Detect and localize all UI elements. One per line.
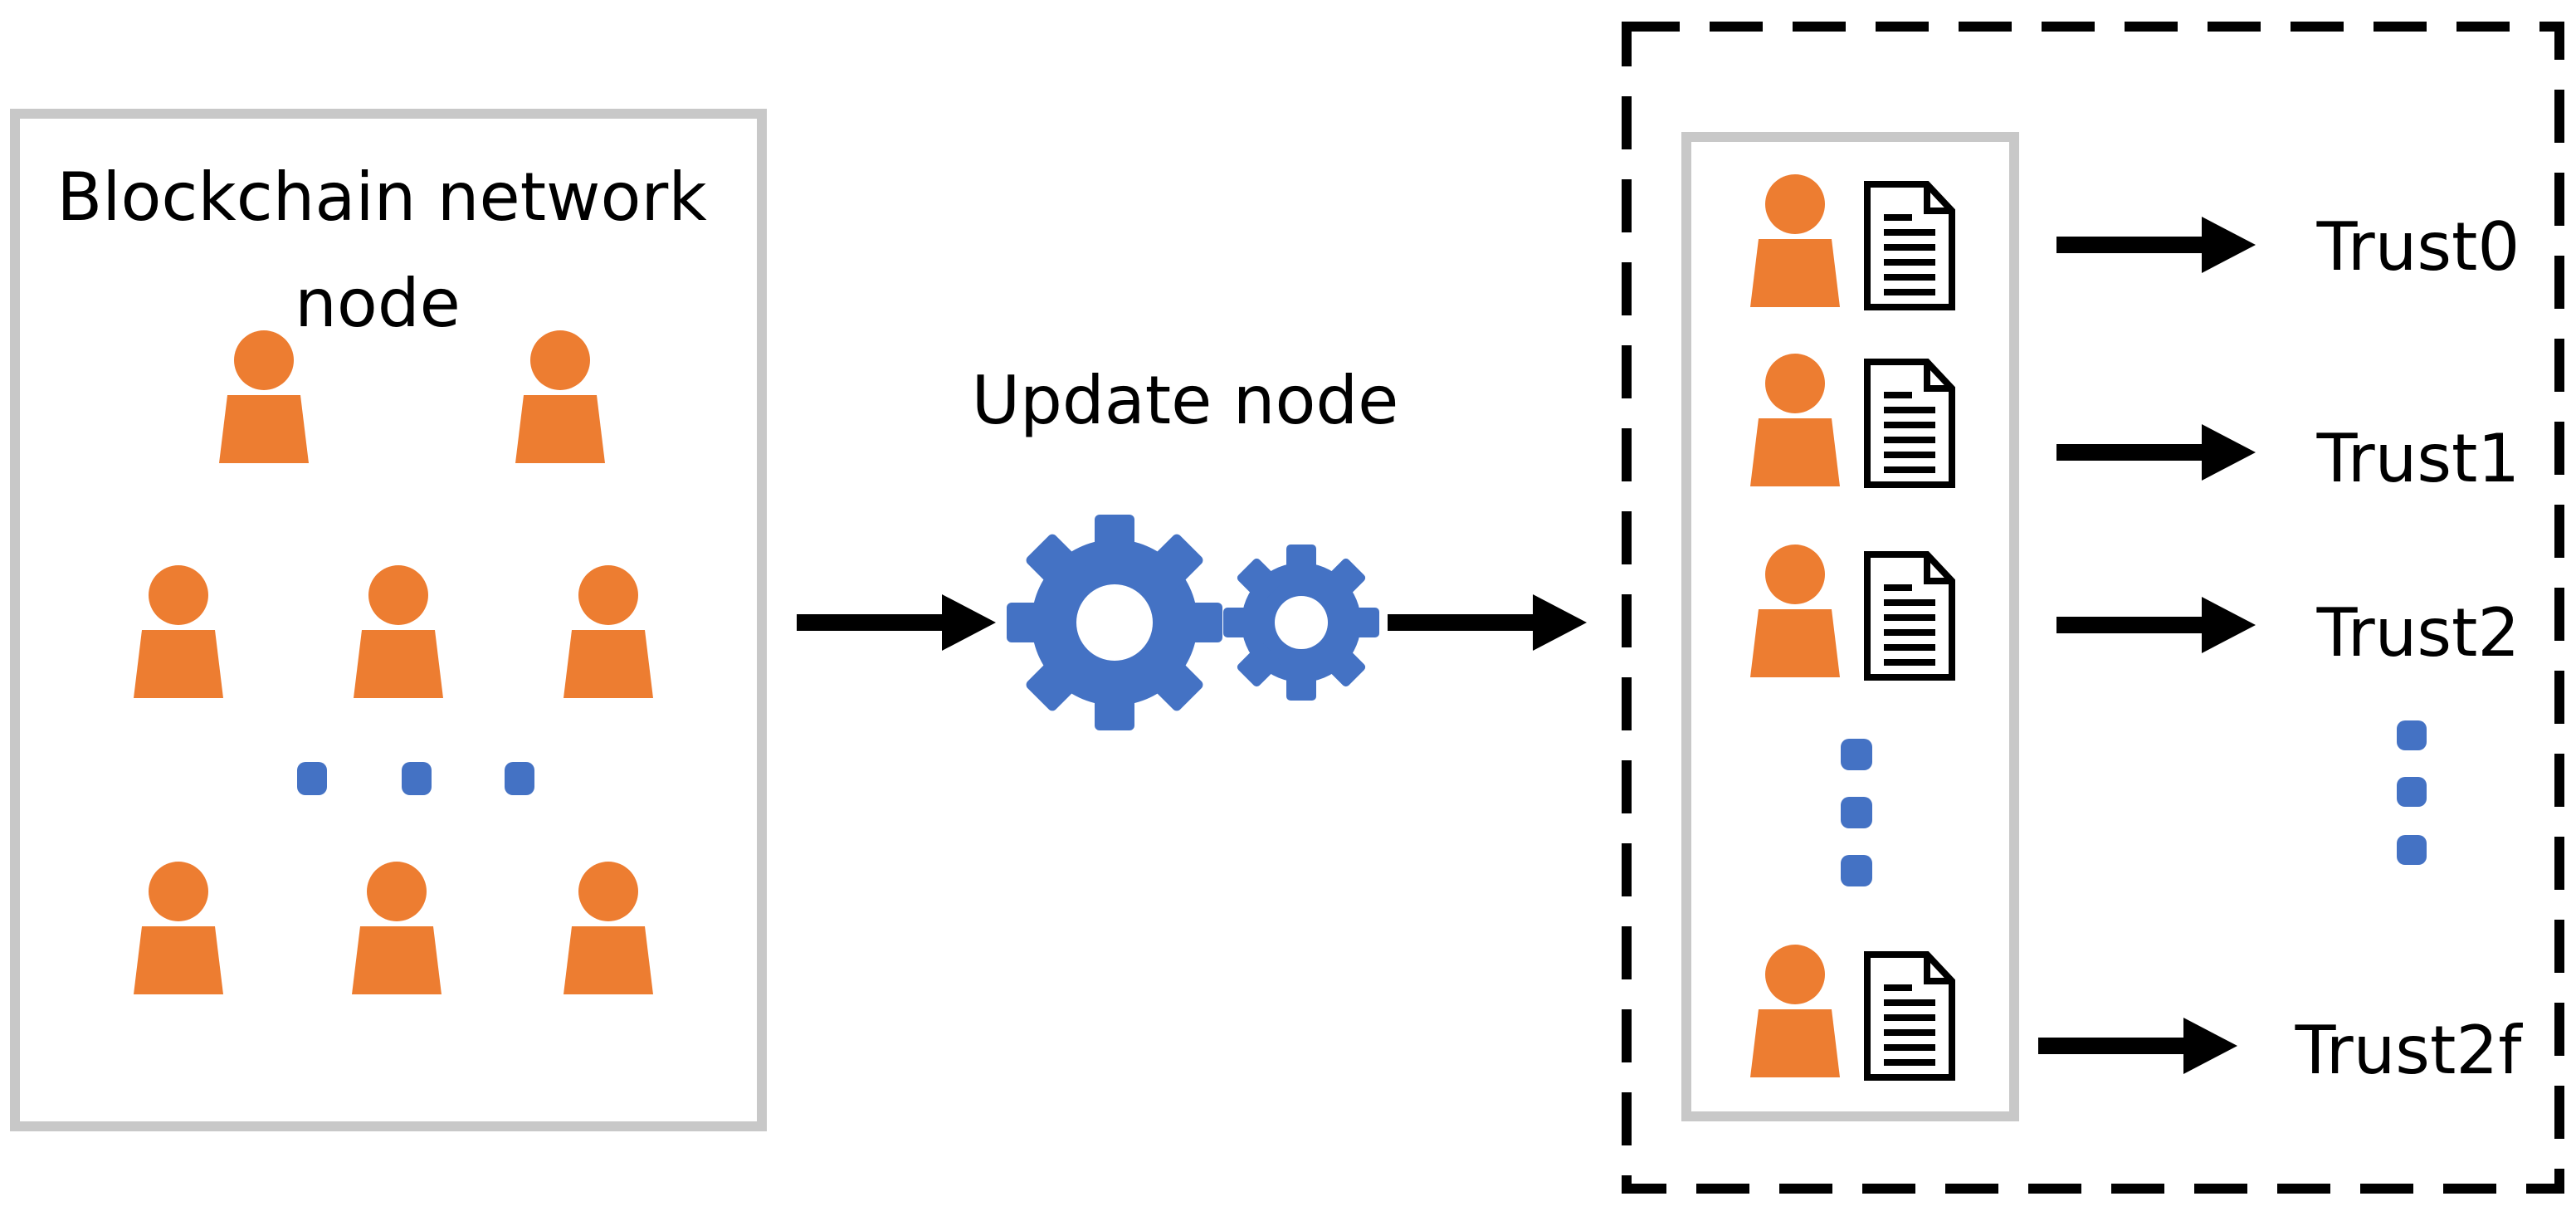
arrow-icon	[797, 594, 996, 651]
person-icon	[219, 330, 309, 463]
network-nodes	[134, 330, 653, 994]
updated-node-row	[1750, 174, 1952, 307]
arrow-icon	[1388, 594, 1587, 651]
person-icon	[515, 330, 605, 463]
document-icon	[1867, 955, 1952, 1077]
updated-nodes-ellipsis-dots	[1841, 739, 1872, 886]
arrow-icon	[2038, 1018, 2237, 1074]
person-icon	[352, 862, 442, 994]
updated-node-row	[1750, 354, 1952, 486]
gear-icon	[1007, 515, 1222, 730]
updated-node-row	[1750, 945, 1952, 1077]
person-icon	[1750, 545, 1840, 677]
result-dashed-box	[1622, 22, 2564, 1194]
person-icon	[134, 565, 223, 698]
trust-label-1: Trust1	[2316, 420, 2520, 497]
document-icon	[1867, 184, 1952, 307]
person-icon	[564, 565, 653, 698]
person-icon	[1750, 174, 1840, 307]
trust-label-2f: Trust2f	[2295, 1012, 2524, 1089]
person-icon	[1750, 945, 1840, 1077]
network-box	[10, 109, 767, 1131]
person-icon	[134, 862, 223, 994]
person-icon	[564, 862, 653, 994]
updated-node-row	[1750, 545, 1952, 677]
update-node-label: Update node	[972, 362, 1399, 439]
person-icon	[354, 565, 443, 698]
network-box-title-line2: node	[295, 265, 461, 342]
document-icon	[1867, 362, 1952, 485]
network-box-title-line1: Blockchain network	[56, 159, 707, 236]
trust-ellipsis-dots	[2397, 720, 2427, 865]
trust-label-0: Trust0	[2316, 208, 2520, 286]
document-icon	[1867, 554, 1952, 677]
arrow-icon	[2056, 597, 2256, 653]
arrow-icon	[2056, 217, 2256, 273]
gear-icon	[1223, 545, 1379, 701]
updated-nodes-box	[1681, 132, 2019, 1121]
trust-label-2: Trust2	[2316, 594, 2520, 671]
person-icon	[1750, 354, 1840, 486]
arrow-icon	[2056, 424, 2256, 481]
network-ellipsis-dots	[297, 762, 534, 795]
gears	[1007, 515, 1379, 730]
